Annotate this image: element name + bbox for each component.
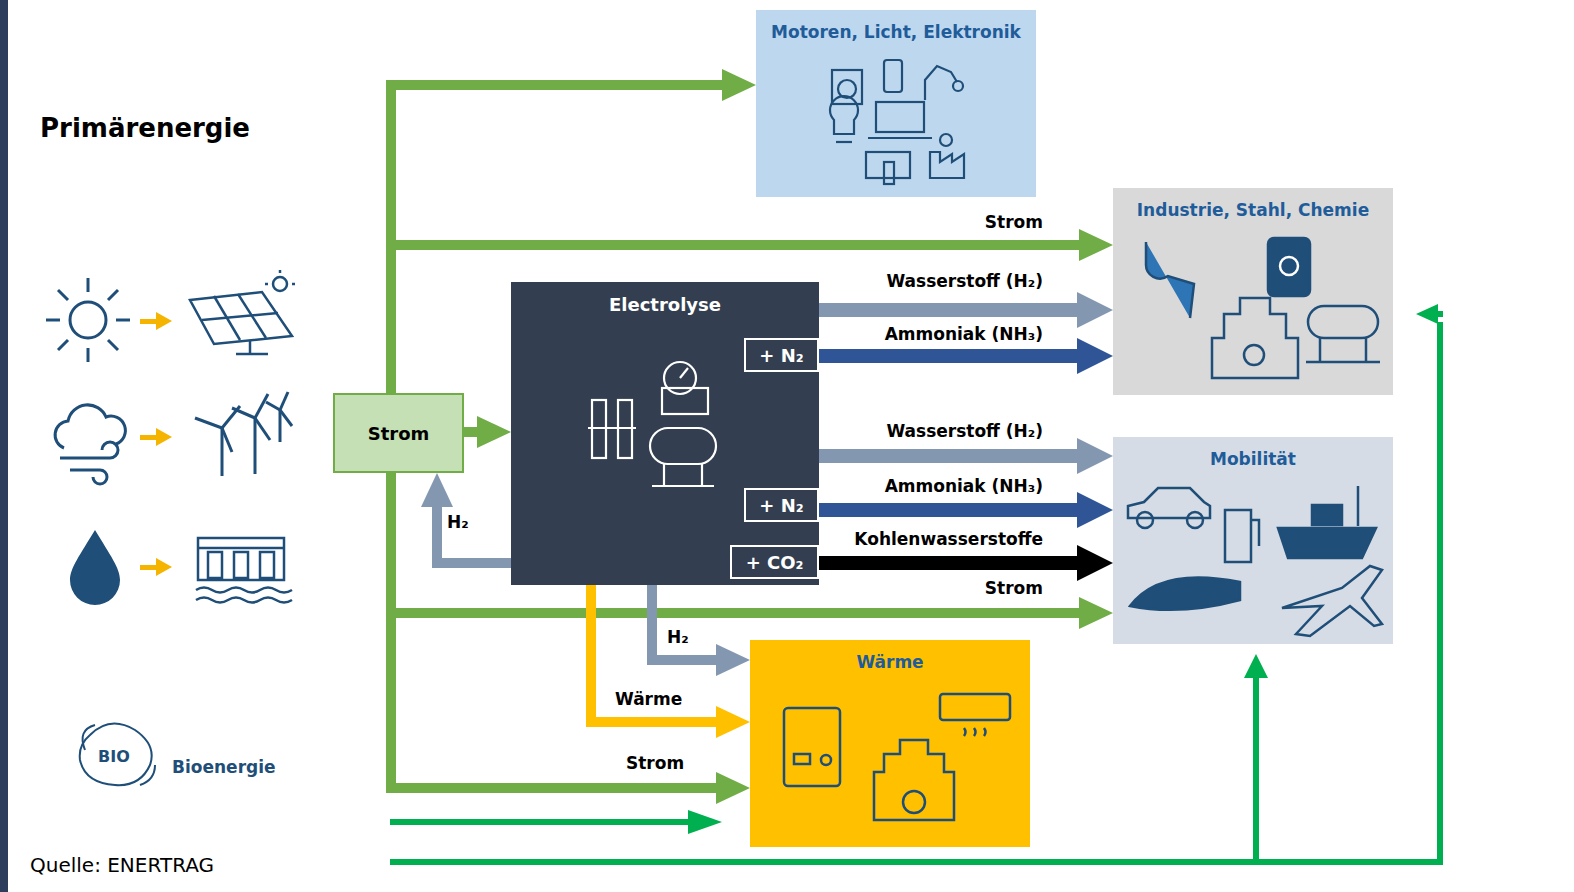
source-caption: Quelle: ENERTRAG bbox=[30, 853, 214, 877]
node-heading: Electrolyse bbox=[609, 294, 721, 315]
flow-label: Ammoniak (NH₃) bbox=[885, 476, 1043, 496]
flow-arrow bbox=[819, 492, 1113, 528]
electrolysis-box: Electrolyse + N₂ + N₂ + CO₂ bbox=[511, 282, 819, 585]
heat-box: Wärme bbox=[750, 640, 1030, 847]
arrow-head bbox=[1077, 545, 1113, 581]
bio-logo-icon: BIO bbox=[80, 724, 155, 786]
arrow-head bbox=[722, 69, 756, 101]
node-heading: Mobilität bbox=[1210, 449, 1296, 469]
flow-arrow bbox=[591, 585, 750, 738]
flow-label: H₂ bbox=[447, 512, 469, 532]
nitrogen-box: + N₂ bbox=[744, 338, 819, 372]
appliance-icons bbox=[830, 60, 964, 184]
nitrogen-box: + N₂ bbox=[744, 488, 819, 522]
strom-box: Strom bbox=[333, 393, 464, 473]
co2-box: + CO₂ bbox=[730, 545, 819, 579]
node-heading: + CO₂ bbox=[746, 552, 804, 573]
arrow-line bbox=[437, 507, 511, 563]
flow-label: H₂ bbox=[667, 627, 689, 647]
flow-label: Wasserstoff (H₂) bbox=[886, 271, 1043, 291]
flow-label: Wasserstoff (H₂) bbox=[886, 421, 1043, 441]
bio-energy-lines bbox=[390, 304, 1443, 865]
arrow-head bbox=[421, 473, 453, 507]
flow-arrow bbox=[819, 545, 1113, 581]
arrow-head bbox=[1077, 438, 1113, 474]
node-heading: Motoren, Licht, Elektronik bbox=[771, 22, 1021, 42]
wind-cloud-icon bbox=[55, 405, 125, 484]
flow-label: Strom bbox=[985, 578, 1043, 598]
mobility-box: Mobilität bbox=[1113, 437, 1393, 644]
arrow-line bbox=[819, 349, 1077, 363]
arrow-line bbox=[819, 503, 1077, 517]
arrow-line bbox=[652, 585, 716, 660]
industry-icons bbox=[1146, 238, 1380, 378]
arrow-head bbox=[716, 644, 750, 676]
arrow-head bbox=[1077, 338, 1113, 374]
flow-arrow bbox=[819, 292, 1113, 328]
arrow-line bbox=[819, 449, 1077, 463]
node-heading: + N₂ bbox=[759, 495, 803, 516]
yellow-arrow-icon bbox=[140, 312, 172, 576]
vehicle-icons bbox=[1128, 486, 1382, 636]
arrow-line bbox=[464, 427, 477, 437]
flow-arrow bbox=[464, 416, 511, 448]
node-heading: Industrie, Stahl, Chemie bbox=[1137, 200, 1369, 220]
wind-turbine-icon bbox=[195, 392, 292, 476]
arrow-line bbox=[819, 556, 1077, 570]
edge-stripe bbox=[0, 0, 8, 892]
industry-box: Industrie, Stahl, Chemie bbox=[1113, 188, 1393, 395]
arrow-head bbox=[1077, 492, 1113, 528]
node-heading: Wärme bbox=[856, 652, 923, 672]
flow-label: Strom bbox=[626, 753, 684, 773]
flow-label: Ammoniak (NH₃) bbox=[885, 324, 1043, 344]
node-heading: + N₂ bbox=[759, 345, 803, 366]
flow-label: Kohlenwasserstoffe bbox=[854, 529, 1043, 549]
arrow-head bbox=[1079, 597, 1113, 629]
electrolyser-icon bbox=[588, 362, 716, 486]
flow-arrow bbox=[421, 473, 511, 563]
source-label: Bioenergie bbox=[172, 757, 276, 777]
water-drop-icon bbox=[70, 530, 120, 605]
flow-arrow bbox=[652, 585, 750, 676]
arrow-head bbox=[1077, 292, 1113, 328]
flow-label: Wärme bbox=[615, 689, 682, 709]
svg-text:BIO: BIO bbox=[98, 747, 130, 766]
hydro-dam-icon bbox=[196, 538, 292, 603]
flow-label: Strom bbox=[985, 212, 1043, 232]
heating-icons bbox=[784, 694, 1010, 820]
arrow-head bbox=[716, 706, 750, 738]
flow-arrow bbox=[819, 438, 1113, 474]
sun-icon bbox=[46, 278, 130, 362]
arrow-head bbox=[1079, 229, 1113, 261]
arrow-head bbox=[477, 416, 511, 448]
arrow-line bbox=[819, 303, 1077, 317]
flow-arrow bbox=[391, 473, 1113, 629]
solar-panel-icon bbox=[190, 270, 295, 354]
arrow-line bbox=[591, 585, 716, 722]
consumer-box: Motoren, Licht, Elektronik bbox=[756, 10, 1036, 197]
arrow-head bbox=[716, 772, 750, 804]
page-title: Primärenergie bbox=[40, 113, 250, 143]
node-heading: Strom bbox=[368, 423, 430, 444]
